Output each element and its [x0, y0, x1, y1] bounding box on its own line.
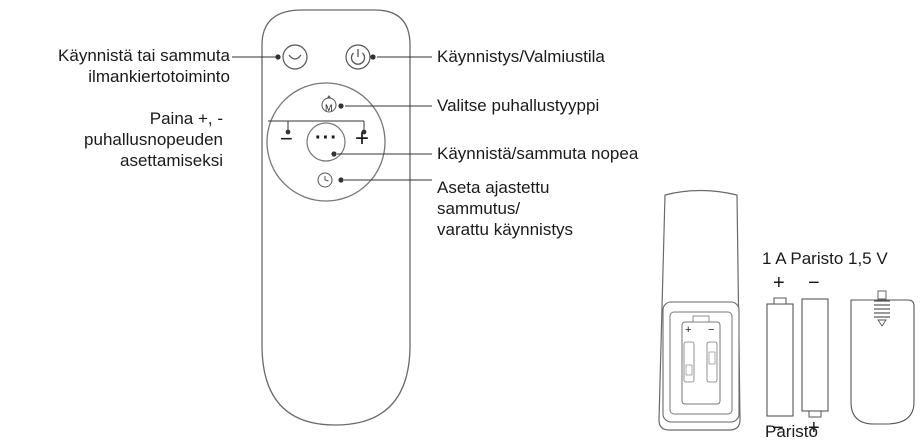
battery-minus-top: −: [808, 272, 820, 294]
mode-label: Valitse puhallustyyppi: [437, 96, 600, 115]
battery-plus-bottom: +: [808, 417, 820, 439]
leader-lines: [232, 54, 432, 183]
battery-left: [766, 297, 794, 417]
quick-dots: ···: [315, 127, 338, 149]
speed-label-line-1: Paina +, -: [149, 109, 223, 128]
battery-title: 1 A Paristo 1,5 V: [762, 249, 888, 268]
fan-mode-button[interactable]: [282, 44, 308, 70]
mode-button[interactable]: [321, 95, 337, 113]
timer-label: Aseta ajastettu sammutus/ varattu käynni…: [437, 177, 573, 240]
speed-label: Paina +, - puhallusnopeuden asettamiseks…: [84, 108, 223, 171]
remote-body: [261, 9, 411, 426]
fan-mode-label: Käynnistä tai sammuta ilmankiertotoimint…: [58, 45, 230, 87]
battery-right: [801, 298, 829, 418]
battery-caption: Paristo: [765, 422, 818, 441]
compartment-plus: +: [685, 324, 692, 336]
quick-button[interactable]: [306, 122, 346, 162]
timer-button[interactable]: [317, 172, 333, 188]
battery-minus-bottom: −: [772, 417, 784, 439]
plus-sign: +: [355, 125, 370, 152]
remote-back-view: [658, 189, 741, 431]
quick-label: Käynnistä/sammuta nopea: [437, 144, 639, 163]
power-label: Käynnistys/Valmiustila: [437, 47, 605, 66]
timer-label-line-1: Aseta ajastettu: [437, 178, 550, 197]
battery-plus-top: +: [773, 272, 785, 294]
minus-sign: −: [280, 126, 293, 151]
power-button[interactable]: [345, 44, 371, 70]
battery-cover: [850, 290, 915, 425]
mode-letter: M: [325, 103, 333, 113]
fan-mode-label-line-1: Käynnistä tai sammuta: [58, 46, 230, 65]
compartment-minus: −: [708, 324, 715, 336]
timer-label-line-3: varattu käynnistys: [437, 220, 574, 239]
speed-label-line-3: asettamiseksi: [120, 151, 223, 170]
fan-mode-label-line-2: ilmankiertotoiminto: [88, 67, 230, 86]
speed-label-line-2: puhallusnopeuden: [84, 130, 223, 149]
timer-label-line-2: sammutus/: [437, 199, 521, 218]
